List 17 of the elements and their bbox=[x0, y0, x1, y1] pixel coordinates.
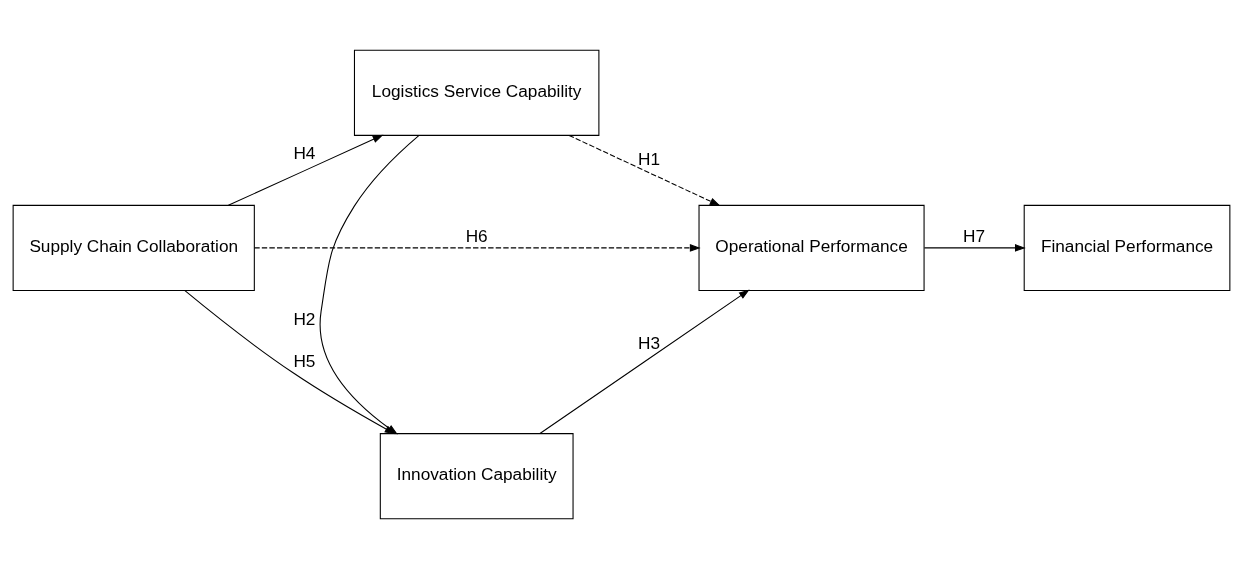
edge-label: H4 bbox=[293, 142, 316, 163]
node-box: Logistics Service Capability bbox=[353, 49, 600, 136]
edge-label: H1 bbox=[637, 148, 660, 169]
node-box: Supply Chain Collaboration bbox=[12, 204, 255, 291]
arrow bbox=[253, 243, 701, 252]
arrow bbox=[539, 289, 750, 434]
node-box: Financial Performance bbox=[1023, 204, 1231, 291]
node-box: Operational Performance bbox=[698, 204, 925, 291]
edge-label: H5 bbox=[293, 350, 316, 371]
edge-label: H6 bbox=[465, 225, 488, 246]
arrow bbox=[227, 134, 384, 206]
arrow bbox=[568, 134, 721, 206]
node-box: Innovation Capability bbox=[379, 432, 574, 519]
edge-label: H2 bbox=[293, 308, 316, 329]
edge-label: H3 bbox=[637, 332, 660, 353]
edge-label: H7 bbox=[963, 225, 986, 246]
arrow bbox=[923, 243, 1026, 252]
